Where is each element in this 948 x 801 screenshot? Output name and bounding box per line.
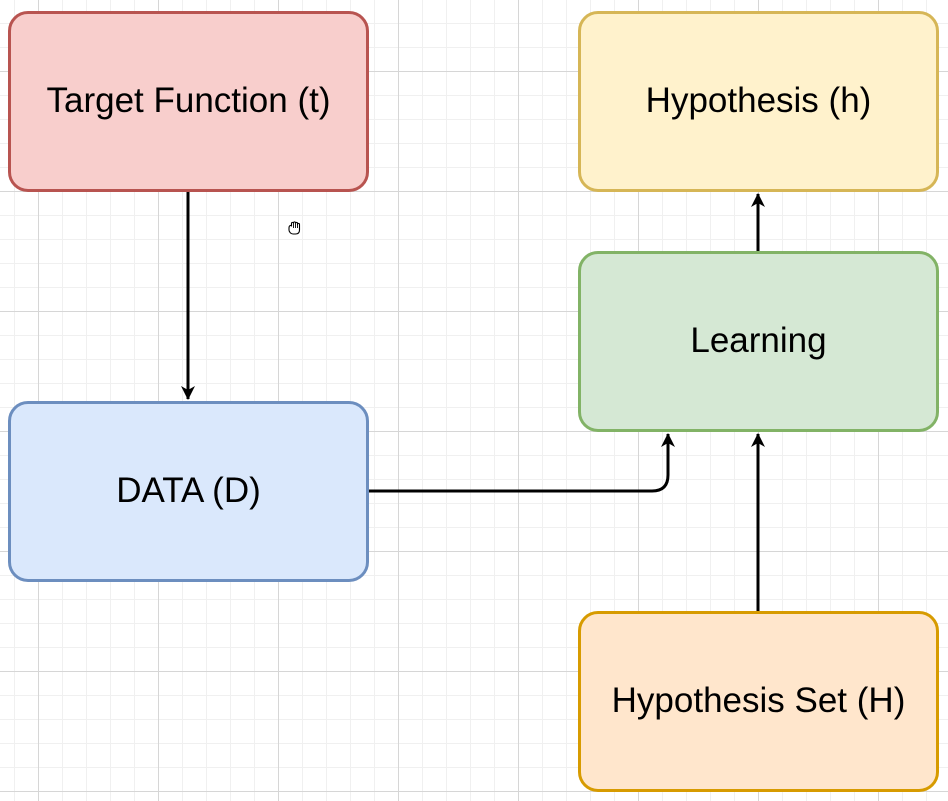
- node-data-label: DATA (D): [116, 471, 261, 511]
- node-learning[interactable]: Learning: [578, 251, 939, 432]
- node-data[interactable]: DATA (D): [8, 401, 369, 582]
- node-hypothesis-set[interactable]: Hypothesis Set (H): [578, 611, 939, 792]
- node-hypothesis[interactable]: Hypothesis (h): [578, 11, 939, 192]
- edge-data-to-learning[interactable]: [369, 433, 675, 493]
- node-hypothesis-set-label: Hypothesis Set (H): [611, 681, 906, 721]
- node-learning-label: Learning: [690, 321, 827, 361]
- grab-hand-icon: [288, 221, 301, 235]
- node-target-function-label: Target Function (t): [46, 81, 331, 121]
- node-hypothesis-label: Hypothesis (h): [645, 81, 872, 121]
- node-target-function[interactable]: Target Function (t): [8, 11, 369, 192]
